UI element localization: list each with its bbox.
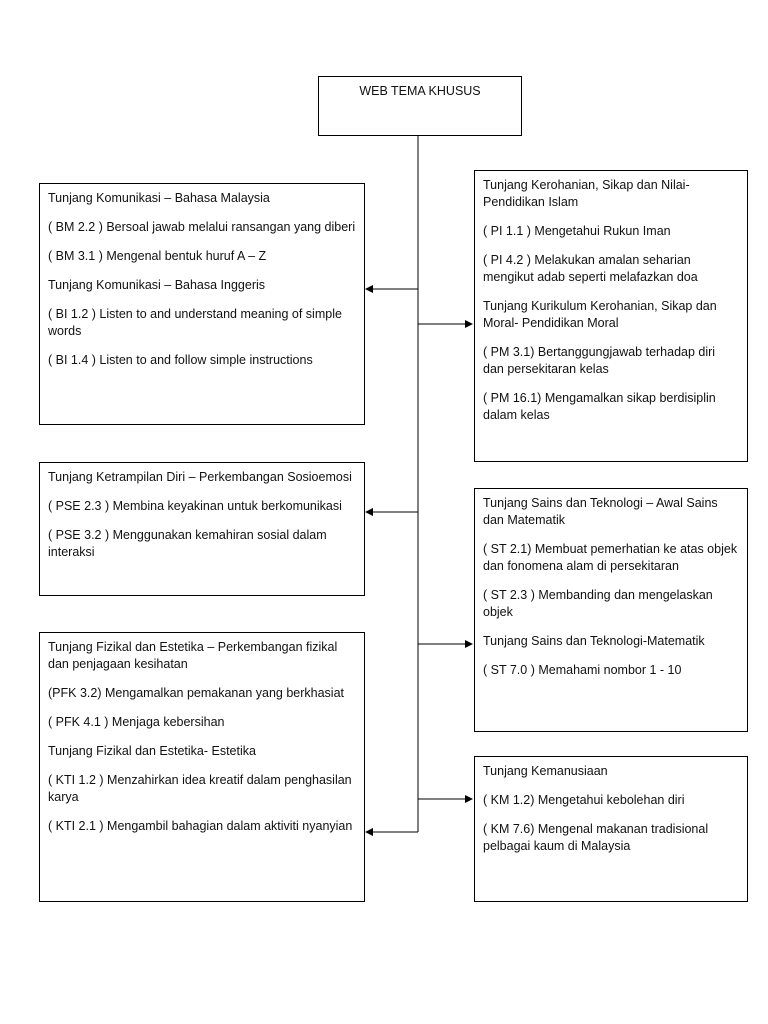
heading-bahasa-malaysia: Tunjang Komunikasi – Bahasa Malaysia [48,191,270,205]
item-bi-1-4: ( BI 1.4 ) Listen to and follow simple i… [48,353,313,367]
heading-sosioemosi: Tunjang Ketrampilan Diri – Perkembangan … [48,470,352,484]
item-st-7-0: ( ST 7.0 ) Memahami nombor 1 - 10 [483,663,682,677]
item-bm-2-2: ( BM 2.2 ) Bersoal jawab melalui ransang… [48,220,356,234]
box-kemanusiaan: Tunjang Kemanusiaan ( KM 1.2) Mengetahui… [474,756,748,902]
central-title: WEB TEMA KHUSUS [359,84,481,98]
item-pm-16-1: ( PM 16.1) Mengamalkan sikap berdisiplin… [483,391,716,422]
heading-kemanusiaan: Tunjang Kemanusiaan [483,764,608,778]
item-pfk-4-1: ( PFK 4.1 ) Menjaga kebersihan [48,715,225,729]
box-sains-teknologi: Tunjang Sains dan Teknologi – Awal Sains… [474,488,748,732]
item-st-2-3: ( ST 2.3 ) Membanding dan mengelaskan ob… [483,588,713,619]
item-kti-1-2: ( KTI 1.2 ) Menzahirkan idea kreatif dal… [48,773,352,804]
item-pi-1-1: ( PI 1.1 ) Mengetahui Rukun Iman [483,224,671,238]
item-pse-2-3: ( PSE 2.3 ) Membina keyakinan untuk berk… [48,499,342,513]
item-bi-1-2: ( BI 1.2 ) Listen to and understand mean… [48,307,342,338]
item-pfk-3-2: (PFK 3.2) Mengamalkan pemakanan yang ber… [48,686,344,700]
heading-awal-sains: Tunjang Sains dan Teknologi – Awal Sains… [483,496,718,527]
heading-pendidikan-islam: Tunjang Kerohanian, Sikap dan Nilai- Pen… [483,178,690,209]
item-pm-3-1: ( PM 3.1) Bertanggungjawab terhadap diri… [483,345,716,376]
box-fizikal-estetika: Tunjang Fizikal dan Estetika – Perkemban… [39,632,365,902]
box-kerohanian: Tunjang Kerohanian, Sikap dan Nilai- Pen… [474,170,748,462]
item-km-1-2: ( KM 1.2) Mengetahui kebolehan diri [483,793,685,807]
item-kti-2-1: ( KTI 2.1 ) Mengambil bahagian dalam akt… [48,819,353,833]
heading-estetika: Tunjang Fizikal dan Estetika- Estetika [48,744,256,758]
item-pi-4-2: ( PI 4.2 ) Melakukan amalan seharian men… [483,253,698,284]
item-km-7-6: ( KM 7.6) Mengenal makanan tradisional p… [483,822,709,853]
item-pse-3-2: ( PSE 3.2 ) Menggunakan kemahiran sosial… [48,528,327,559]
box-komunikasi: Tunjang Komunikasi – Bahasa Malaysia ( B… [39,183,365,425]
item-st-2-1: ( ST 2.1) Membuat pemerhatian ke atas ob… [483,542,738,573]
item-bm-3-1: ( BM 3.1 ) Mengenal bentuk huruf A – Z [48,249,267,263]
heading-bahasa-inggeris: Tunjang Komunikasi – Bahasa Inggeris [48,278,266,292]
heading-perkembangan-fizikal: Tunjang Fizikal dan Estetika – Perkemban… [48,640,338,671]
heading-matematik: Tunjang Sains dan Teknologi-Matematik [483,634,705,648]
box-ketrampilan-diri: Tunjang Ketrampilan Diri – Perkembangan … [39,462,365,596]
heading-pendidikan-moral: Tunjang Kurikulum Kerohanian, Sikap dan … [483,299,717,330]
central-title-box: WEB TEMA KHUSUS [318,76,522,136]
